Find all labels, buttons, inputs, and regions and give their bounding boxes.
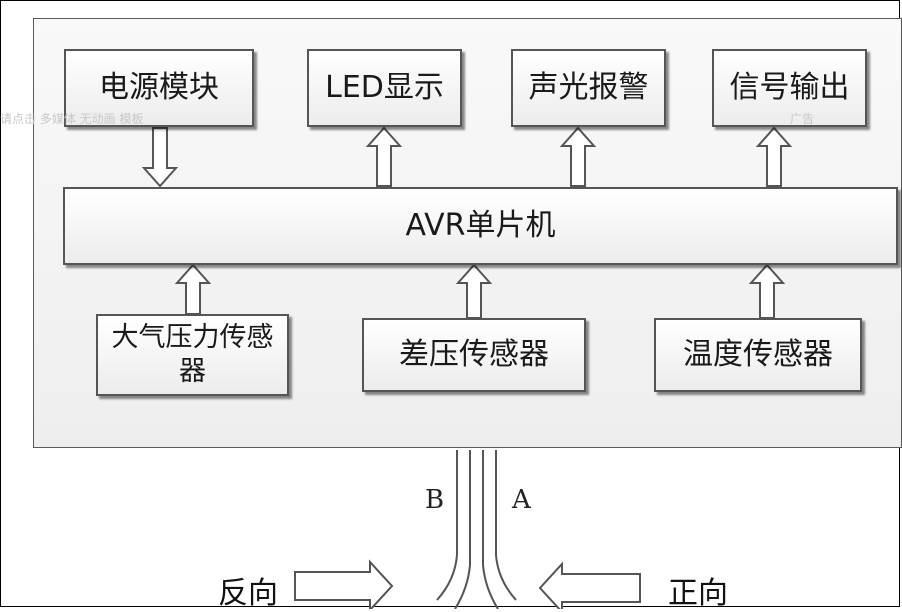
pipe-label-b: B — [425, 485, 445, 515]
power-module-label: 电源模块 — [99, 70, 219, 106]
atmospheric-pressure-sensor-box: 大气压力传感器 — [96, 314, 289, 396]
temperature-sensor-box: 温度传感器 — [654, 318, 862, 392]
sound-light-alarm-box: 声光报警 — [511, 49, 666, 127]
arrow-mcu-to-alarm — [559, 126, 597, 187]
arrow-atm-to-mcu — [174, 263, 212, 315]
arrow-mcu-to-signal — [755, 126, 793, 187]
pipe-label-a: A — [512, 485, 531, 515]
arrow-diff-to-mcu — [455, 263, 493, 319]
arrow-mcu-to-led — [365, 126, 403, 187]
pressure-pipe — [436, 450, 517, 609]
arrow-temp-to-mcu — [748, 263, 786, 319]
power-module-box: 电源模块 — [64, 49, 254, 127]
forward-direction-label: 正向 — [668, 576, 728, 611]
sound-light-alarm-label: 声光报警 — [528, 70, 649, 106]
led-display-label: LED显示 — [325, 70, 444, 106]
arrow-forward-flow — [538, 561, 641, 609]
signal-output-box: 信号输出 — [712, 49, 867, 127]
reverse-direction-label: 反向 — [218, 576, 278, 611]
arrow-power-to-mcu — [141, 127, 179, 188]
avr-mcu-box: AVR单片机 — [63, 187, 898, 265]
watermark-left: 请点击 多媒体 无动画 模板 — [0, 112, 144, 126]
atmospheric-pressure-sensor-label: 大气压力传感器 — [111, 322, 274, 387]
differential-pressure-sensor-box: 差压传感器 — [362, 318, 586, 392]
arrow-reverse-flow — [294, 559, 394, 609]
temperature-sensor-label: 温度传感器 — [683, 337, 833, 373]
led-display-box: LED显示 — [307, 49, 462, 127]
signal-output-label: 信号输出 — [729, 70, 850, 106]
watermark-right: 广告 — [790, 112, 815, 126]
differential-pressure-sensor-label: 差压传感器 — [399, 337, 549, 373]
avr-mcu-label: AVR单片机 — [405, 208, 556, 244]
